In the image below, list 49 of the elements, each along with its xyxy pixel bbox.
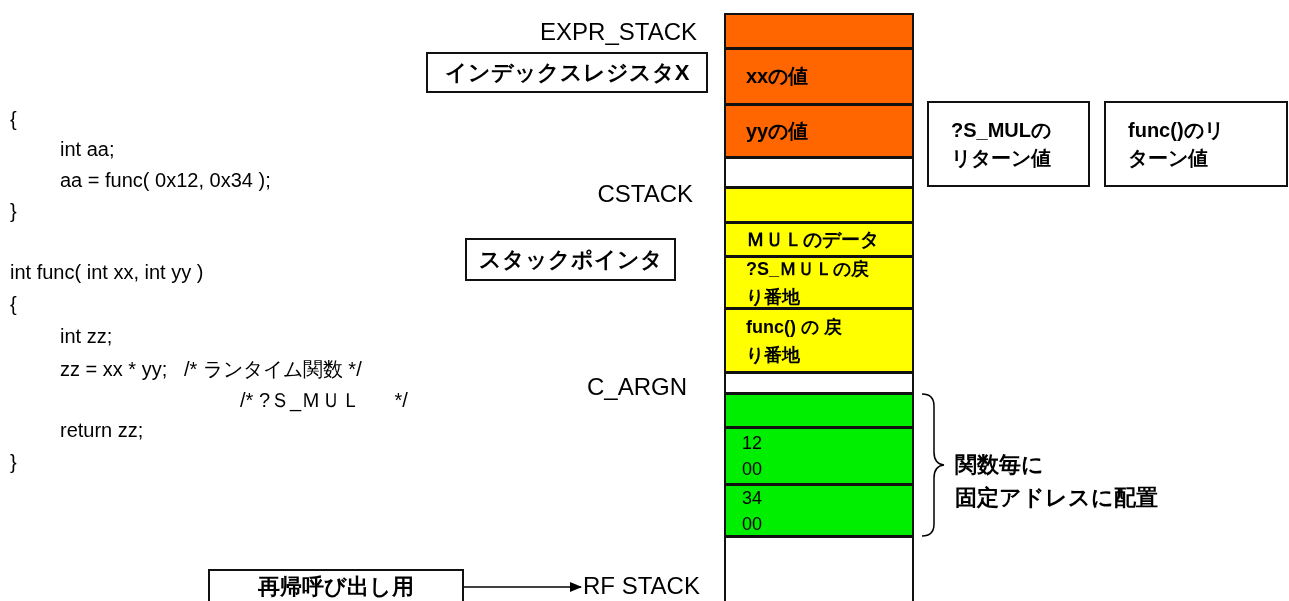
memory-cell xyxy=(724,104,914,158)
memory-cell xyxy=(724,187,914,223)
cell-text: func()のリターン値 xyxy=(1128,118,1225,171)
stack-label: EXPR_STACK xyxy=(540,18,697,46)
code-line: int zz; xyxy=(60,325,113,348)
memory-cell xyxy=(724,13,914,49)
cell-text: ?S_MULのリターン値 xyxy=(951,118,1052,171)
stack-label: CSTACK xyxy=(597,180,693,208)
memory-cell xyxy=(724,393,914,428)
label-box xyxy=(927,101,1090,187)
memory-value: 00 xyxy=(742,458,763,481)
code-line: } xyxy=(10,200,17,223)
stack-label: C_ARGN xyxy=(586,373,687,401)
label-box xyxy=(465,238,676,281)
cell-text: スタックポインタ xyxy=(478,245,663,274)
label-box xyxy=(208,569,464,601)
memory-cell xyxy=(724,427,914,485)
memory-cell xyxy=(724,484,914,537)
memory-cell xyxy=(724,372,914,394)
memory-cell xyxy=(724,536,914,601)
memory-cell xyxy=(724,256,914,309)
cell-text: 再帰呼び出し用 xyxy=(258,573,414,601)
code-line: return zz; xyxy=(60,419,144,442)
code-line: { xyxy=(10,108,17,131)
memory-cell xyxy=(724,308,914,373)
code-line: } xyxy=(10,451,17,474)
code-line: zz = xx * yy; /* ランタイム関数 */ xyxy=(60,357,362,382)
label-box xyxy=(1104,101,1288,187)
code-line: /* ?Ｓ_ＭＵＬ */ xyxy=(240,388,408,414)
note-text: 固定アドレスに配置 xyxy=(955,484,1158,512)
code-line: int aa; xyxy=(60,138,115,161)
memory-value: 12 xyxy=(742,432,763,455)
code-line: aa = func( 0x12, 0x34 ); xyxy=(60,169,271,192)
memory-cell xyxy=(724,48,914,105)
note-text: 関数毎に xyxy=(955,451,1044,479)
label-box xyxy=(426,52,708,93)
memory-value: 00 xyxy=(742,512,763,536)
cell-text: func() の 戻り番地 xyxy=(746,315,843,367)
code-line: int func( int xx, int yy ) xyxy=(10,261,204,284)
cell-text: ＭＵＬのデータ xyxy=(746,227,879,252)
cell-text: インデックスレジスタX xyxy=(444,58,690,87)
memory-cell xyxy=(724,157,914,188)
stack-name: RF STACK xyxy=(583,572,700,600)
arrow xyxy=(463,582,582,592)
cell-text: yyの値 xyxy=(746,118,809,144)
memory-cell xyxy=(724,222,914,257)
memory-value: 34 xyxy=(742,486,763,510)
cell-text: xxの値 xyxy=(746,64,809,89)
code-line: { xyxy=(10,293,17,316)
